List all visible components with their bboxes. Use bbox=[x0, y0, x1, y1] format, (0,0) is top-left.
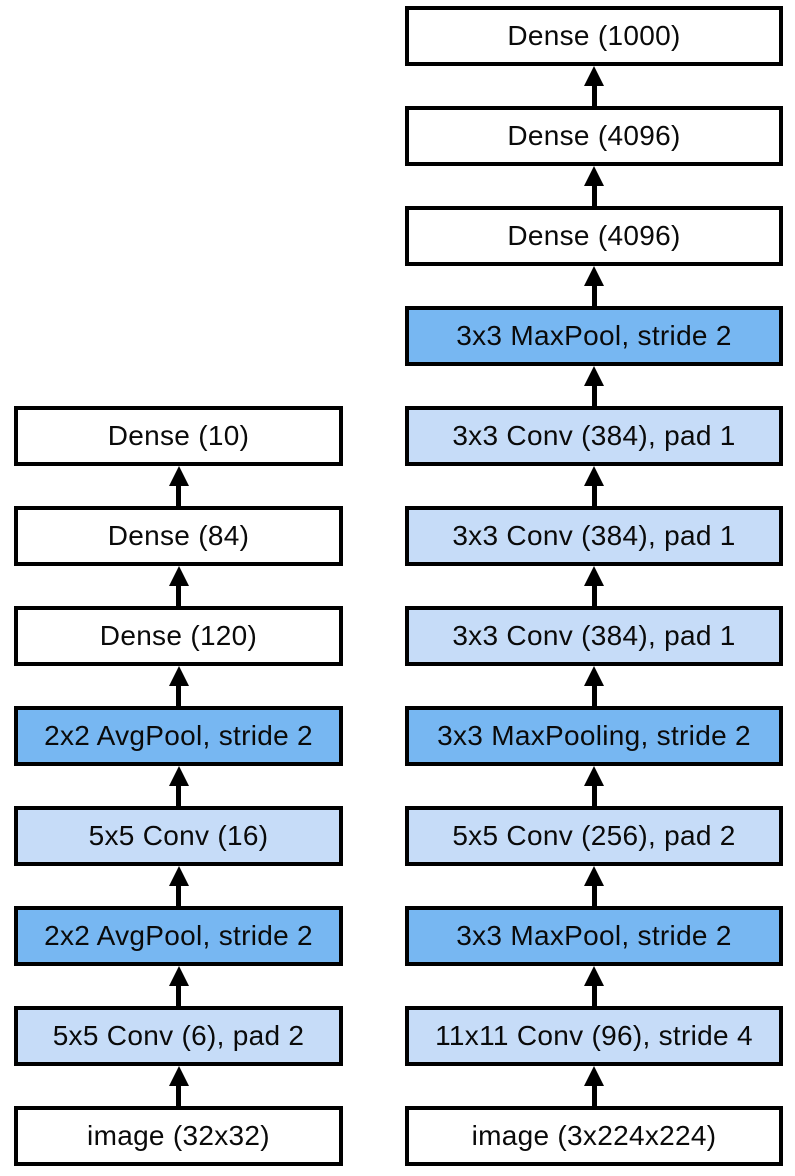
arrow-head bbox=[168, 766, 189, 786]
arrow-line bbox=[591, 286, 597, 306]
up-arrow-icon bbox=[582, 366, 606, 406]
layer-box-input: image (32x32) bbox=[14, 1106, 343, 1166]
up-arrow-icon bbox=[582, 766, 606, 806]
layer-box-dense: Dense (4096) bbox=[405, 106, 783, 166]
arrow-head bbox=[584, 966, 604, 986]
arrow-line bbox=[176, 986, 181, 1006]
up-arrow-icon bbox=[167, 966, 191, 1006]
up-arrow-icon bbox=[582, 666, 606, 706]
layer-box-conv: 3x3 Conv (384), pad 1 bbox=[405, 506, 783, 566]
layer-box-pool: 3x3 MaxPool, stride 2 bbox=[405, 906, 783, 966]
arrow-line bbox=[591, 486, 597, 506]
arrow-line bbox=[591, 586, 597, 606]
arrow-line bbox=[591, 686, 597, 706]
arrow-head bbox=[584, 766, 604, 786]
layer-box-dense: Dense (1000) bbox=[405, 6, 783, 66]
up-arrow-icon bbox=[582, 166, 606, 206]
arrow-line bbox=[591, 86, 597, 106]
layer-box-dense: Dense (120) bbox=[14, 606, 343, 666]
arrow-line bbox=[591, 1086, 597, 1106]
arrow-head bbox=[168, 866, 189, 886]
arrow-head bbox=[584, 366, 604, 386]
arrow-line bbox=[176, 486, 181, 506]
arrow-head bbox=[584, 266, 604, 286]
arrow-line bbox=[176, 686, 181, 706]
arrow-head bbox=[584, 466, 604, 486]
up-arrow-icon bbox=[167, 866, 191, 906]
arrow-line bbox=[591, 386, 597, 406]
up-arrow-icon bbox=[167, 566, 191, 606]
arrow-head bbox=[584, 1066, 604, 1086]
arrow-line bbox=[591, 886, 597, 906]
up-arrow-icon bbox=[582, 866, 606, 906]
layer-box-dense: Dense (4096) bbox=[405, 206, 783, 266]
layer-box-pool: 2x2 AvgPool, stride 2 bbox=[14, 706, 343, 766]
arrow-line bbox=[176, 786, 181, 806]
arrow-head bbox=[168, 466, 189, 486]
up-arrow-icon bbox=[167, 666, 191, 706]
arrow-line bbox=[591, 786, 597, 806]
arrow-head bbox=[168, 1066, 189, 1086]
arrow-head bbox=[584, 166, 604, 186]
layer-box-dense: Dense (10) bbox=[14, 406, 343, 466]
layer-box-input: image (3x224x224) bbox=[405, 1106, 783, 1166]
up-arrow-icon bbox=[167, 466, 191, 506]
arrow-head bbox=[584, 666, 604, 686]
up-arrow-icon bbox=[582, 1066, 606, 1106]
up-arrow-icon bbox=[167, 1066, 191, 1106]
layer-box-conv: 5x5 Conv (16) bbox=[14, 806, 343, 866]
up-arrow-icon bbox=[582, 566, 606, 606]
layer-box-pool: 3x3 MaxPool, stride 2 bbox=[405, 306, 783, 366]
up-arrow-icon bbox=[582, 466, 606, 506]
layer-box-conv: 11x11 Conv (96), stride 4 bbox=[405, 1006, 783, 1066]
arrow-head bbox=[168, 966, 189, 986]
layer-box-conv: 5x5 Conv (6), pad 2 bbox=[14, 1006, 343, 1066]
arrow-line bbox=[176, 586, 181, 606]
layer-box-pool: 3x3 MaxPooling, stride 2 bbox=[405, 706, 783, 766]
arrow-head bbox=[168, 566, 189, 586]
up-arrow-icon bbox=[582, 966, 606, 1006]
layer-box-dense: Dense (84) bbox=[14, 506, 343, 566]
arrow-line bbox=[176, 886, 181, 906]
arrow-head bbox=[168, 666, 189, 686]
arrow-line bbox=[591, 186, 597, 206]
up-arrow-icon bbox=[582, 266, 606, 306]
arrow-head bbox=[584, 866, 604, 886]
arrow-line bbox=[176, 1086, 181, 1106]
up-arrow-icon bbox=[582, 66, 606, 106]
arrow-line bbox=[591, 986, 597, 1006]
layer-box-conv: 3x3 Conv (384), pad 1 bbox=[405, 606, 783, 666]
layer-box-conv: 3x3 Conv (384), pad 1 bbox=[405, 406, 783, 466]
layer-box-conv: 5x5 Conv (256), pad 2 bbox=[405, 806, 783, 866]
layer-box-pool: 2x2 AvgPool, stride 2 bbox=[14, 906, 343, 966]
arrow-head bbox=[584, 66, 604, 86]
up-arrow-icon bbox=[167, 766, 191, 806]
arrow-head bbox=[584, 566, 604, 586]
